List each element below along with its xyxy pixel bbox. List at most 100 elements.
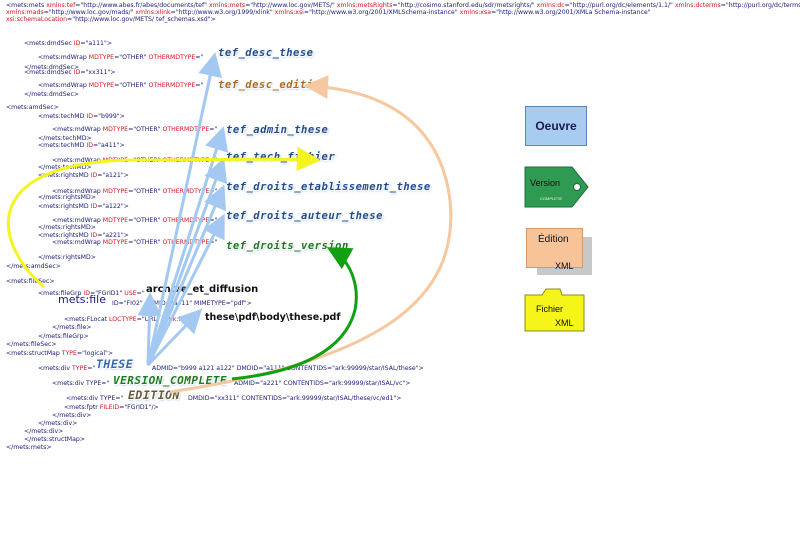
xml-token: ="http://www.w3.org/2001/XMLa Schema-ins… xyxy=(491,9,651,16)
xml-line: </mets:techMD> xyxy=(38,164,92,172)
xml-token: </mets:div> xyxy=(52,412,92,419)
xml-token: </mets:rightsMD> xyxy=(38,194,96,201)
xml-token: ID="FI02" ADMID="a411" MIMETYPE="pdf"> xyxy=(112,300,252,307)
xml-token: ="http://www.w3.org/2001/XMLSchema-insta… xyxy=(303,9,460,16)
xml-token: <mets:fileGrp xyxy=(38,290,84,297)
xml-line: <mets:dmdSec ID="a111"> xyxy=(24,40,112,48)
xml-token: TYPE xyxy=(72,365,88,372)
xml-line: <mets:FLocat LOCTYPE="URL" xlink:href=" xyxy=(64,316,199,324)
xml-line: xsi:schemaLocation="http://www.loc.gov/M… xyxy=(6,16,216,24)
xml-token: </mets:file> xyxy=(52,324,92,331)
xml-token: <mets:div xyxy=(38,365,73,372)
xml-token: </mets:rightsMD> xyxy=(38,224,96,231)
xml-token: MDTYPE xyxy=(102,126,129,133)
xml-line: </mets:fileSec> xyxy=(6,341,57,349)
xml-token: USE xyxy=(124,290,137,297)
xml-token: xlink:href xyxy=(161,316,191,323)
xml-token: ="FGrID1" xyxy=(90,290,125,297)
xml-token: </mets:div> xyxy=(38,420,78,427)
xml-token: </mets:div> xyxy=(24,428,64,435)
xml-token: <mets:mdWrap xyxy=(38,54,89,61)
xml-token: <mets:rightsMD xyxy=(38,172,91,179)
xml-token: ="http://cosimo.stanford.edu/sdr/metsrig… xyxy=(392,2,537,9)
xml-file-attrs: ID="FI02" ADMID="a411" MIMETYPE="pdf"> xyxy=(112,300,252,308)
xml-div2-tail: ADMID="a221" CONTENTIDS="ark:99999/star/… xyxy=(234,380,410,388)
xml-line: <mets:div TYPE=" xyxy=(38,365,95,373)
xml-token: OTHERMDTYPE xyxy=(162,157,210,164)
xml-div1-tail: ADMID="b999 a121 a122" DMDID="a111" CONT… xyxy=(152,365,424,373)
xml-token: ="OTHER" xyxy=(128,126,163,133)
label-tef-desc-edition: tef_desc_edition xyxy=(218,79,328,91)
xml-line: <mets:mdWrap MDTYPE="OTHER" OTHERMDTYPE=… xyxy=(38,82,203,90)
xml-token: <mets:techMD xyxy=(38,142,87,149)
xml-token: OTHERMDTYPE xyxy=(162,217,210,224)
xml-token: <mets:dmdSec xyxy=(24,69,74,76)
xml-line: </mets:structMap> xyxy=(24,436,85,444)
xml-token: ADMID="b999 a121 a122" DMDID="a111" CONT… xyxy=(152,365,424,372)
xml-token: ="a111"> xyxy=(80,40,113,47)
xml-line: <mets:rightsMD ID="a121"> xyxy=(38,172,129,180)
xml-token: =" xyxy=(87,365,96,372)
label-version-complete: VERSION_COMPLETE xyxy=(113,374,227,387)
xml-token: </mets:techMD> xyxy=(38,135,92,142)
xml-token: xmlns:mads xyxy=(6,9,44,16)
label-tef-admin-these: tef_admin_these xyxy=(226,124,329,136)
xml-token: ID xyxy=(83,290,91,297)
xml-token: MDTYPE xyxy=(88,54,115,61)
xml-line: </mets:div> xyxy=(24,428,63,436)
xml-line: </mets:mets> xyxy=(6,444,52,452)
xml-token: ="OTHER" xyxy=(128,217,163,224)
legend-edition-label: Édition xyxy=(538,234,569,245)
xml-token: xmlns:xsa xyxy=(459,9,491,16)
xml-token: ="http://www.loc.gov/METS/ tef_schemas.x… xyxy=(67,16,216,23)
label-tef-droits-auteur-these: tef_droits_auteur_these xyxy=(226,210,383,222)
xml-token: ="a121"> xyxy=(97,172,129,179)
xml-token: <mets:structMap xyxy=(6,350,62,357)
xml-token: =" xyxy=(195,54,204,61)
xml-token: <mets:amdSec> xyxy=(6,104,59,111)
xml-token: ="OTHER" xyxy=(114,54,149,61)
legend-fichier-label: Fichier xyxy=(536,304,564,314)
xml-line: <mets:techMD ID="b999"> xyxy=(38,113,125,121)
xml-token: ="a411"> xyxy=(92,142,125,149)
xml-token: ADMID="a221" CONTENTIDS="ark:99999/star/… xyxy=(234,380,411,387)
label-archive-et-diffusion: archive_et_diffusion xyxy=(146,284,259,295)
xml-line: <mets:fptr FILEID="FGrID1"/> xyxy=(64,404,159,412)
xml-token: </mets:amdSec> xyxy=(6,263,61,270)
xml-token: <mets:rightsMD xyxy=(38,203,91,210)
xml-line: </mets:dmdSec> xyxy=(24,91,79,99)
legend-edition-xml: XML xyxy=(555,261,574,271)
xml-token: <mets:div TYPE=" xyxy=(66,395,124,402)
xml-div3-tail: DMDID="xx311" CONTENTIDS="ark:99999/star… xyxy=(188,395,402,403)
xml-token: ="OTHER" xyxy=(114,82,149,89)
xml-token: <mets:mdWrap xyxy=(52,217,103,224)
xml-token: <mets:mdWrap xyxy=(38,82,89,89)
xml-line: <mets:rightsMD ID="a122"> xyxy=(38,203,129,211)
xml-token: <mets:dmdSec xyxy=(24,40,74,47)
xml-line: </mets:dmdSec> xyxy=(24,64,79,72)
xml-token: xmlns:xsi xyxy=(274,9,304,16)
xml-token: <mets:mdWrap xyxy=(52,157,103,164)
xml-token: MDTYPE xyxy=(102,239,129,246)
xml-token: MDTYPE xyxy=(102,217,129,224)
xml-token: ID xyxy=(86,113,93,120)
xml-token: mets:file xyxy=(58,293,106,306)
xml-line: </mets:fileGrp> xyxy=(38,333,89,341)
xml-line: <mets:mets xmlns:tef="http://www.abes.fr… xyxy=(6,2,800,10)
xml-token: FILEID xyxy=(99,404,120,411)
xml-token: xmlns:tef xyxy=(46,2,76,9)
xml-token: ="http://www.loc.gov/mads/" xyxy=(43,9,136,16)
label-tef-droits-etablissement-these: tef_droits_etablissement_these xyxy=(226,181,431,193)
label-tef-desc-these: tef_desc_these xyxy=(218,47,314,59)
xml-line: <mets:amdSec> xyxy=(6,104,59,112)
xml-line: </mets:div> xyxy=(38,420,77,428)
xml-token: ="FGrID1"/> xyxy=(119,404,159,411)
xml-token: <mets:fptr xyxy=(64,404,100,411)
xml-token: </mets:techMD> xyxy=(38,164,92,171)
xml-token: <mets:div TYPE=" xyxy=(52,380,110,387)
xml-token: ="http://www.abes.fr/abes/documents/tef" xyxy=(75,2,209,9)
xml-token: ID xyxy=(73,40,81,47)
xml-token: </mets:mets> xyxy=(6,444,52,451)
xml-token: =" xyxy=(209,157,218,164)
xml-token: ID xyxy=(73,69,81,76)
